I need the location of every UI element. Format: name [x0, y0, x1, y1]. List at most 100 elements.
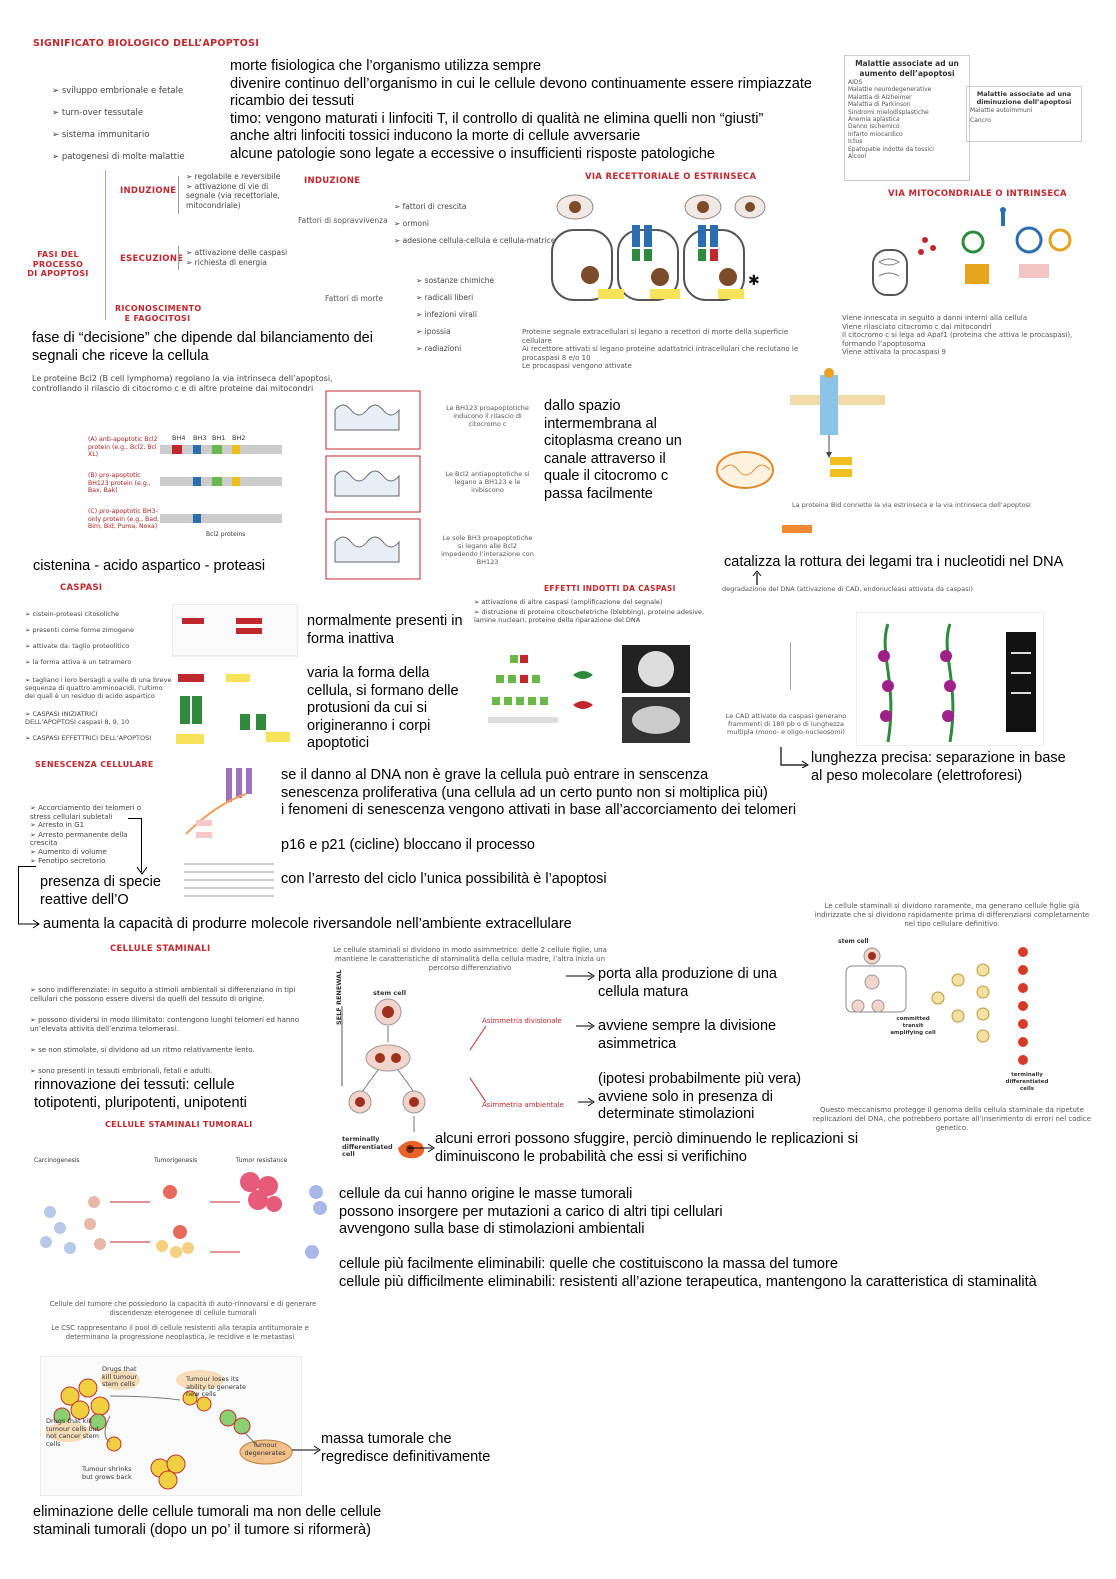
fig-label: Tumor resistance [235, 1157, 288, 1164]
bcl2-intro: Le proteine Bcl2 (B cell lymphoma) regol… [32, 374, 333, 393]
connector-line [141, 818, 142, 872]
via-intrinseca-text: Viene innescata in seguito a danni inter… [842, 314, 1092, 357]
box-title: Malattie associate ad un aumento dell’ap… [855, 59, 959, 78]
note-arrows [566, 971, 595, 1107]
staminali-list: sono indifferenziate: in seguito a stimo… [30, 986, 320, 1076]
note-line: possono insorgere per mutazioni a carico… [339, 1203, 723, 1220]
box-item: AIDS [848, 79, 863, 86]
note-line: cellule più facilmente eliminabili: quel… [339, 1256, 838, 1272]
list-item: Arresto permanente della crescita [30, 831, 150, 848]
list-item: ormoni [394, 215, 556, 232]
list-item: infezioni virali [416, 306, 494, 323]
connector-line [128, 818, 142, 819]
text-line: Le procaspasi vengono attivate [522, 362, 632, 370]
senescenza-title: SENESCENZA CELLULARE [35, 760, 154, 769]
list-item: adesione cellula-cellula e cellula-matri… [394, 232, 556, 249]
box-aumento: Malattie associate ad un aumento dell’ap… [844, 55, 970, 181]
asim-amb-label: Asimmetria ambientale [482, 1101, 564, 1109]
list-item: richiesta di energia [186, 258, 287, 268]
mitochondria-figures [325, 390, 421, 580]
right-text: Le cellule staminali si dividono raramen… [814, 902, 1090, 928]
caspasi-title: CASPASI [60, 583, 103, 593]
arrow-down-icon [136, 866, 148, 875]
row-tag: (C) [88, 508, 98, 515]
induzione-list: regolabile e reversibile attivazione di … [186, 172, 296, 210]
terminally-cells-label: terminally differentiated cells [1005, 1072, 1049, 1092]
box-item: Epatopatie indotte da tossici [848, 145, 934, 153]
effetti-title: EFFETTI INDOTTI DA CASPASI [544, 584, 676, 593]
fig2-label: Tumour shrinks but grows back [82, 1465, 132, 1481]
list-item: turn-over tessutale [52, 102, 185, 124]
box-items: Malattie autoimmuni Cancro [970, 106, 1078, 126]
fig2-label: Drugs that kill tumour stem cells [102, 1365, 138, 1388]
connector-line [18, 866, 19, 924]
lunghezza-note: lunghezza precisa: separazione in base a… [811, 750, 1066, 784]
fasi-divider [105, 170, 106, 320]
csc-caption: Le CSC rappresentano il pool di cellule … [51, 1324, 309, 1341]
list-item: attivazione di altre caspasi (amplificaz… [474, 596, 724, 608]
arrow-right-icon [292, 1445, 321, 1455]
list-item: possono dividersi in modo illimitato: co… [30, 1016, 320, 1034]
fig2-label: Tumour loses its ability to generate new… [186, 1375, 247, 1398]
bid-pathway-diagram [716, 368, 885, 533]
list-item: ipossia [416, 323, 494, 340]
via-intrinseca-title: VIA MITOCONDRIALE O INTRINSECA [888, 189, 1067, 199]
list-item: sistema immunitario [52, 124, 185, 146]
significato-notes: morte fisiologica che l’organismo utiliz… [230, 58, 850, 163]
csc-notes: cellule da cui hanno origine le masse tu… [339, 1186, 839, 1239]
note-line: i fenomeni di senescenza vengono attivat… [281, 802, 797, 818]
fase-riconoscimento: RICONOSCIMENTO E FAGOCITOSI [115, 304, 202, 323]
note-line: anche altri linfociti tossici inducono l… [230, 128, 641, 144]
rinnovazione-note: rinnovazione dei tessuti: cellule totipo… [34, 1077, 247, 1111]
asymmetric-division-diagram [341, 998, 426, 1159]
fig-label: Carcinogenesis [34, 1157, 80, 1164]
arrow-right-icon [780, 747, 809, 768]
list-item: attivazione di vie di segnale (via recet… [186, 182, 296, 211]
dna-ladder-diagram [856, 612, 1044, 746]
list-item: se non stimolate, si dividono ad un ritm… [30, 1046, 320, 1055]
list-item: attivazione delle caspasi [186, 248, 287, 258]
cistenina-note: cistenina - acido aspartico - proteasi [33, 558, 266, 574]
bh-note: Le BH123 proapoptotiche inducono il rila… [446, 404, 529, 428]
text-line: Il citocromo c si lega ad Apaf1 (protein… [842, 331, 1073, 348]
list-item: CASPASI EFFETTRICI DELL’APOPTOSI [25, 734, 173, 742]
csc-caption: Cellule del tumore che possiedono la cap… [49, 1300, 317, 1317]
catalizza-note: catalizza la rottura dei legami tra i nu… [724, 554, 1064, 570]
box-item: Malattia di Parkinson [848, 101, 911, 109]
via-intrinseca-diagram [872, 207, 1072, 296]
staminali-note: avviene sempre la divisione asimmetrica [598, 1018, 777, 1052]
senescenza-notes: se il danno al DNA non è grave la cellul… [281, 767, 841, 889]
list-item: Accorciamento dei telomeri o stress cell… [30, 804, 150, 821]
effetti-dna: degradazione del DNA (attivazione di CAD… [722, 585, 973, 593]
csc-notes-2: cellule più facilmente eliminabili: quel… [339, 1256, 1099, 1291]
text-line: Ai recettore attivati si legano proteine… [522, 345, 799, 362]
arrow-up-icon [752, 570, 762, 585]
connector-line [18, 866, 36, 867]
list-item: distruzione di proteine citoscheletriche… [474, 608, 724, 624]
row-label: pro-apoptotic BH3-only protein (e.g., Ba… [88, 508, 159, 530]
decisione-note: fase di “decisione” che dipende dal bila… [32, 330, 373, 364]
effetti-list: attivazione di altre caspasi (amplificaz… [474, 596, 724, 624]
list-item: fattori di crescita [394, 198, 556, 215]
bh-note: Le Bcl2 antiapoptotiche si legano a BH12… [445, 470, 530, 494]
box-item: Ictus [848, 138, 863, 146]
box-item: Malattia di Alzheimer [848, 93, 912, 101]
note-line: avvengono sulla base di stimolazioni amb… [339, 1221, 645, 1237]
senescenza-list: Accorciamento dei telomeri o stress cell… [30, 804, 150, 867]
note-line: divenire continuo dell’organismo in cui … [230, 75, 812, 92]
list-item: sono indifferenziate: in seguito a stimo… [30, 986, 320, 1004]
note-line: se il danno al DNA non è grave la cellul… [281, 767, 709, 783]
box-item: Sindromi mielodisplastiche [848, 108, 929, 116]
note-line: cellule più difficilmente eliminabili: r… [339, 1273, 1037, 1290]
fasi-label: FASI DEL PROCESSO DI APOPTOSI [27, 250, 89, 278]
bh-label: BH4 [172, 434, 185, 442]
list-item: attivate da: taglio proteolitico [25, 638, 173, 654]
list-item: Aumento di volume [30, 848, 150, 858]
note-line: p16 e p21 (cicline) bloccano il processo [281, 836, 535, 853]
caspase-activation-diagram [172, 604, 298, 744]
note-line: con l’arresto del ciclo l’unica possibil… [281, 871, 607, 887]
box-items: AIDS Malattie neurodegenerative Malattia… [848, 79, 966, 160]
bh-label: BH2 [232, 434, 245, 442]
csc-figure: Carcinogenesis Tumorigenesis Tumor resis… [34, 1157, 327, 1259]
fase-esecuzione: ESECUZIONE [120, 254, 184, 264]
